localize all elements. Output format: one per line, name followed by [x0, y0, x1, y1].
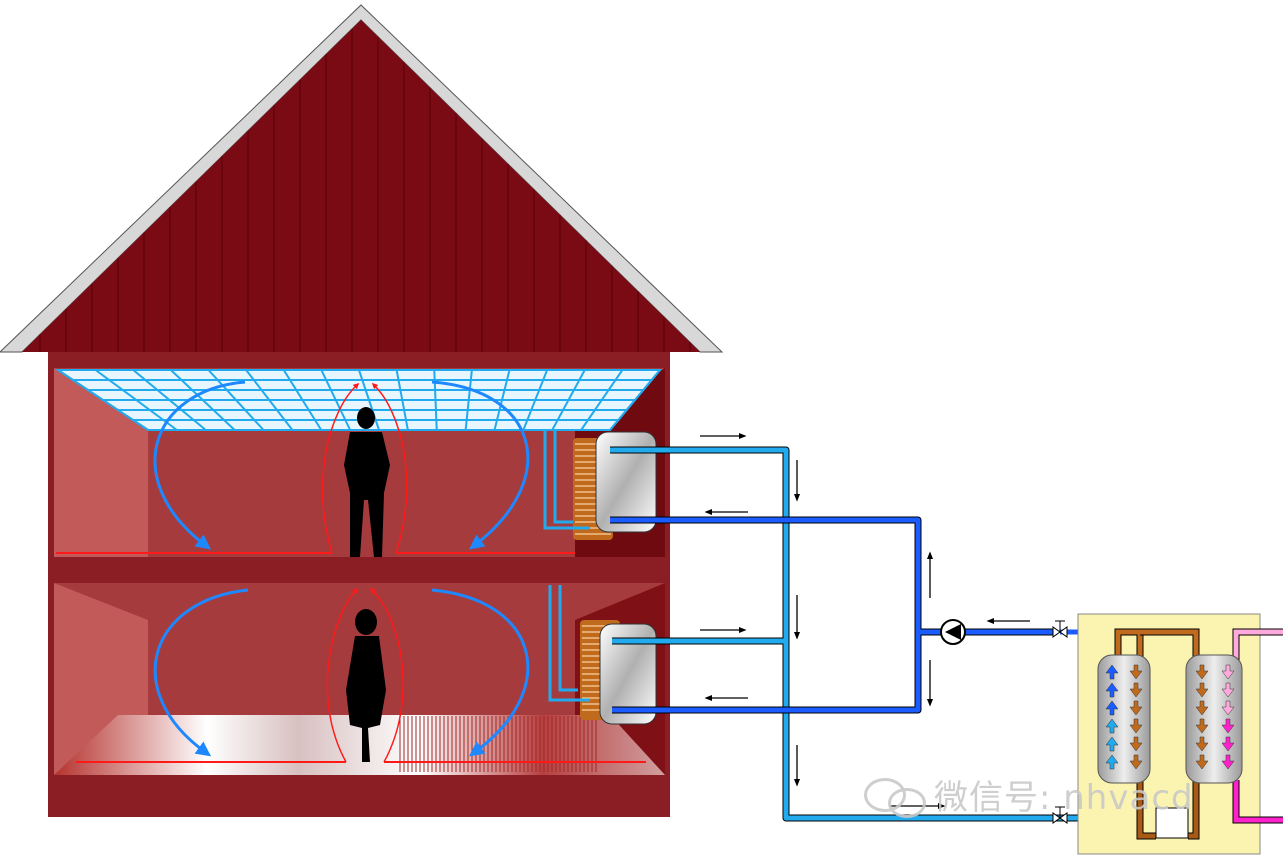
warm-air-arrows — [321, 382, 408, 763]
air-circulation-arrows — [153, 380, 530, 757]
wechat-icon — [862, 774, 926, 818]
watermark: 微信号: nhvacd — [862, 770, 1194, 819]
circulation-pump — [940, 619, 966, 645]
fan-coil-unit-lower — [548, 585, 657, 725]
flow-direction-arrows — [700, 432, 1030, 810]
watermark-text: 微信号: nhvacd — [934, 778, 1194, 818]
return-piping — [610, 516, 1055, 714]
roof — [0, 4, 724, 353]
woman-silhouette — [346, 609, 386, 762]
fan-coil-unit-upper — [543, 430, 657, 540]
man-silhouette — [344, 407, 390, 557]
heat-pump-unit — [1077, 613, 1283, 855]
